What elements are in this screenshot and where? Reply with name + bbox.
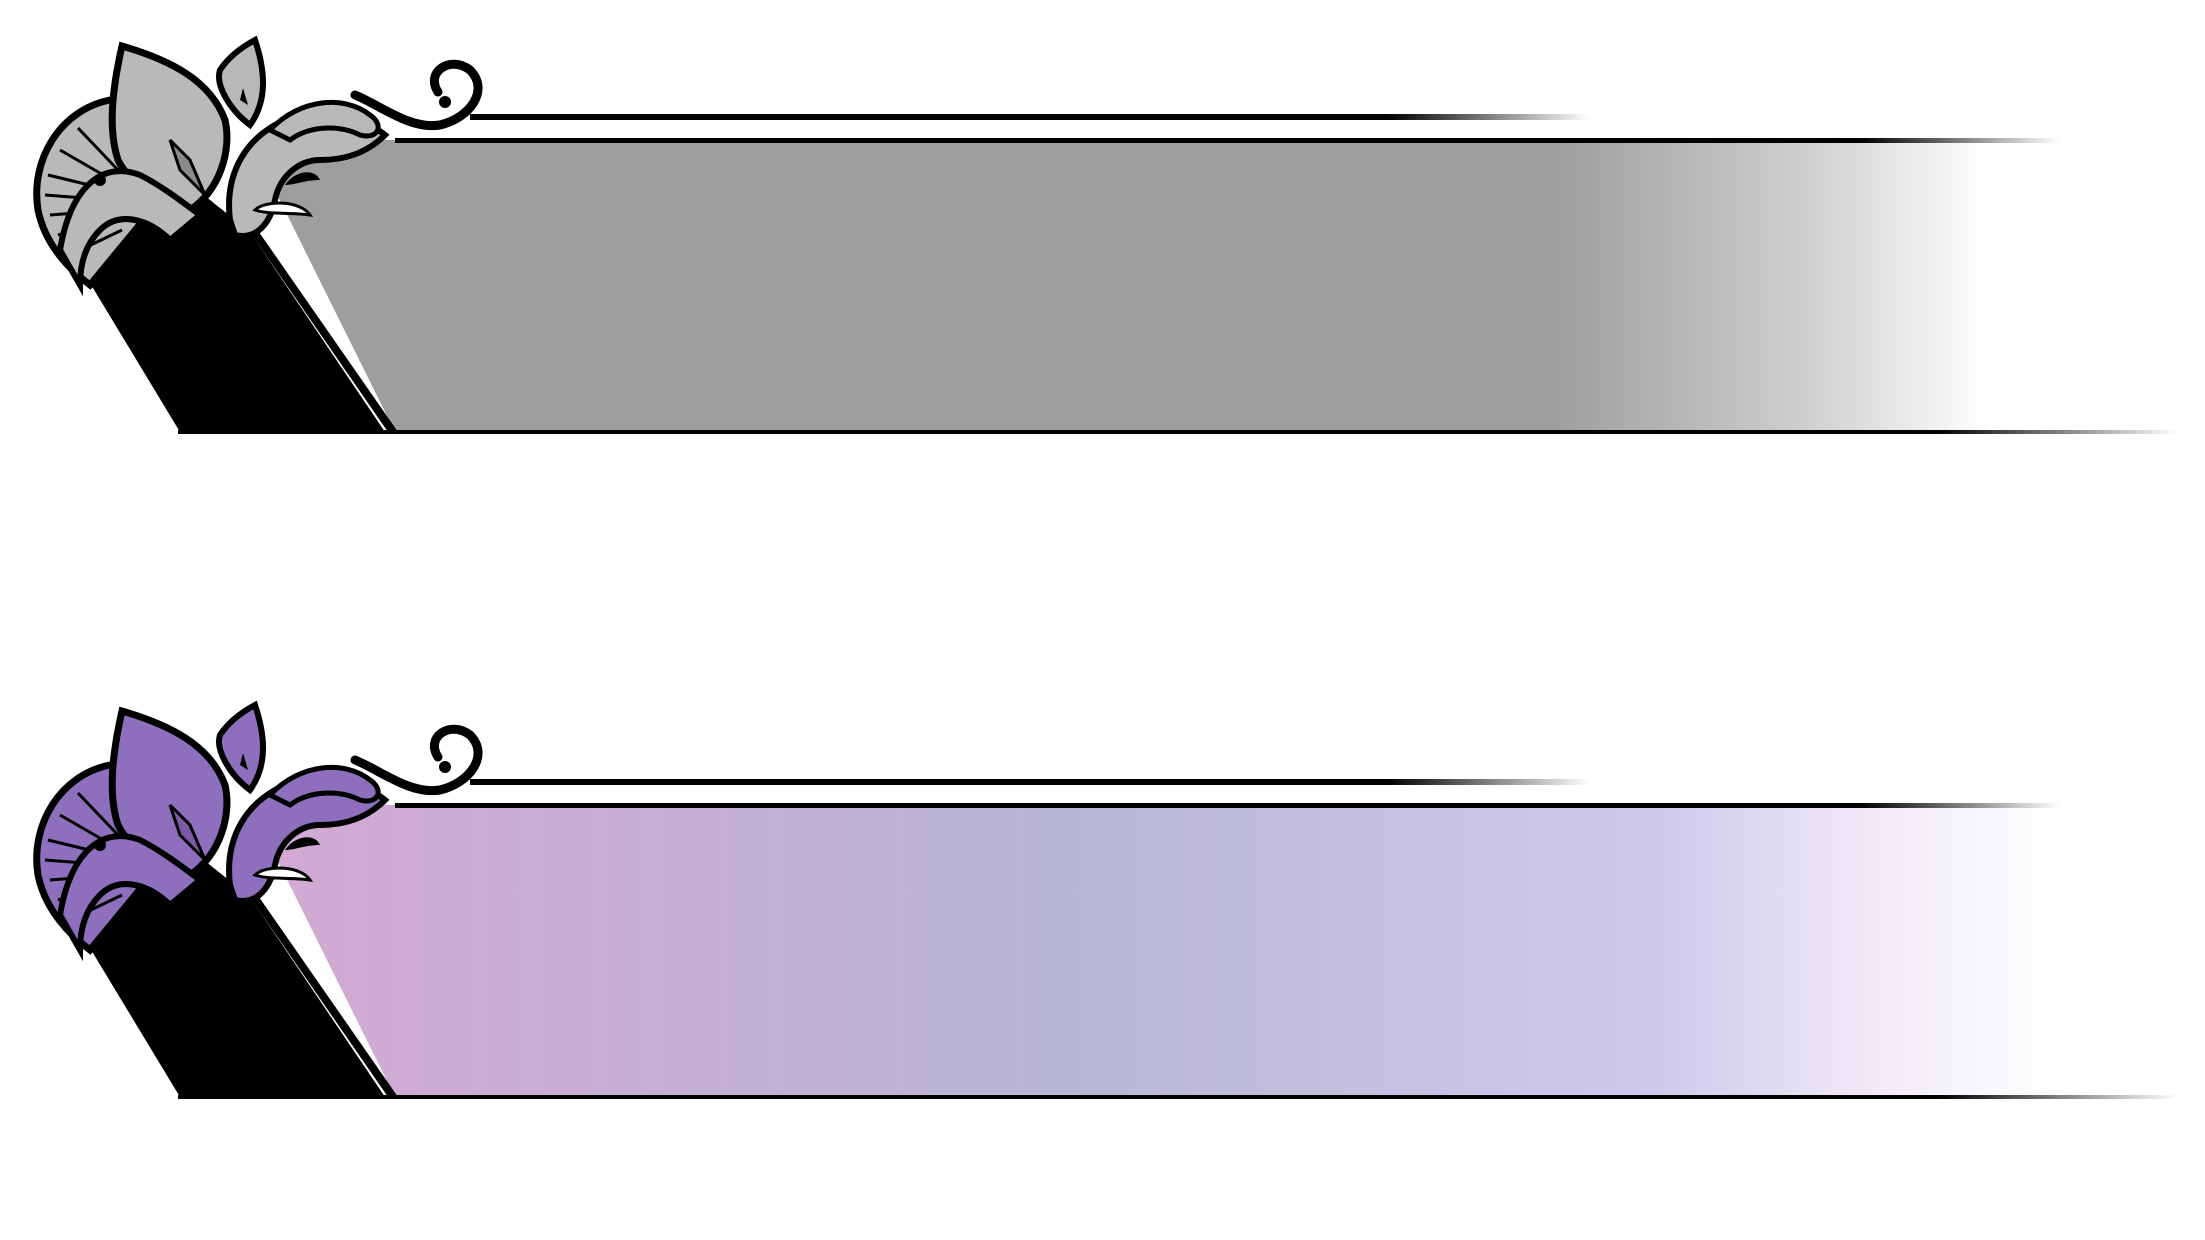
- banner-graphic: [33, 35, 2178, 434]
- panel-top-border: [395, 803, 2060, 808]
- black-foot: [70, 825, 385, 1097]
- banner-panel: [250, 805, 2060, 1097]
- diagonal-edge: [245, 222, 398, 432]
- diagonal-edge: [245, 887, 398, 1097]
- banner-panel: [250, 140, 2060, 432]
- top-rule: [470, 779, 1590, 785]
- panel-top-border: [395, 138, 2060, 143]
- panel-bottom-border: [178, 430, 2178, 434]
- ornamental-banner-gray: [0, 0, 2205, 434]
- ornamental-banner-purple: [0, 665, 2205, 1099]
- flower-ornament-icon: [33, 700, 483, 962]
- banner-graphic: [33, 700, 2178, 1099]
- flower-ornament-icon: [33, 35, 483, 297]
- top-rule: [470, 114, 1590, 120]
- black-foot: [70, 160, 385, 432]
- panel-bottom-border: [178, 1095, 2178, 1099]
